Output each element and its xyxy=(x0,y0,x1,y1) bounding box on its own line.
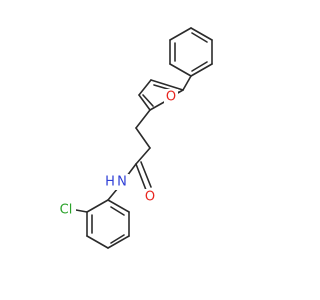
furan-c2-c3-bond xyxy=(138,94,151,111)
phenyl-double-bond xyxy=(191,32,208,43)
chlorophenyl-double-bond xyxy=(110,234,125,244)
chlorophenyl-bond xyxy=(107,199,130,213)
amide-nitrogen-mask xyxy=(115,174,129,190)
furan-o-c2-bond xyxy=(149,100,167,111)
furan-oxygen-mask xyxy=(164,89,178,105)
phenyl-bond xyxy=(169,63,192,77)
phenyl-bond xyxy=(169,27,192,41)
furan-oxygen-label: O xyxy=(166,90,176,105)
chlorine-mask xyxy=(56,202,76,218)
chain-bond xyxy=(135,127,151,149)
structure-diagram: O O N H Cl xyxy=(56,27,213,249)
bond-layer xyxy=(75,27,213,249)
furan-double-bond xyxy=(142,94,154,107)
carbonyl-bond xyxy=(135,163,147,191)
chain-bond xyxy=(135,147,151,165)
furan-c4-c5-bond xyxy=(150,79,184,91)
carbonyl-oxygen-mask xyxy=(143,189,157,205)
amide-hydrogen-label: H xyxy=(105,175,115,190)
chlorine-label: Cl xyxy=(60,203,73,218)
molecule-canvas: O O N H Cl xyxy=(56,27,213,249)
furan-c3-c4-bond xyxy=(138,79,152,96)
phenyl-bond xyxy=(190,63,213,77)
biaryl-bond xyxy=(182,75,192,91)
chain-bond xyxy=(135,109,151,129)
phenyl-bond xyxy=(190,27,213,41)
chlorophenyl-bond xyxy=(86,235,109,249)
phenyl-double-bond xyxy=(191,61,208,72)
c-cl-bond xyxy=(75,209,88,213)
chlorophenyl-bond xyxy=(107,235,130,249)
chlorophenyl-bond xyxy=(86,199,109,213)
amide-nitrogen-label: N xyxy=(117,175,127,190)
chlorophenyl-double-bond xyxy=(110,206,125,216)
carbonyl-oxygen-label: O xyxy=(145,190,155,205)
carbonyl-double-bond xyxy=(140,161,152,188)
